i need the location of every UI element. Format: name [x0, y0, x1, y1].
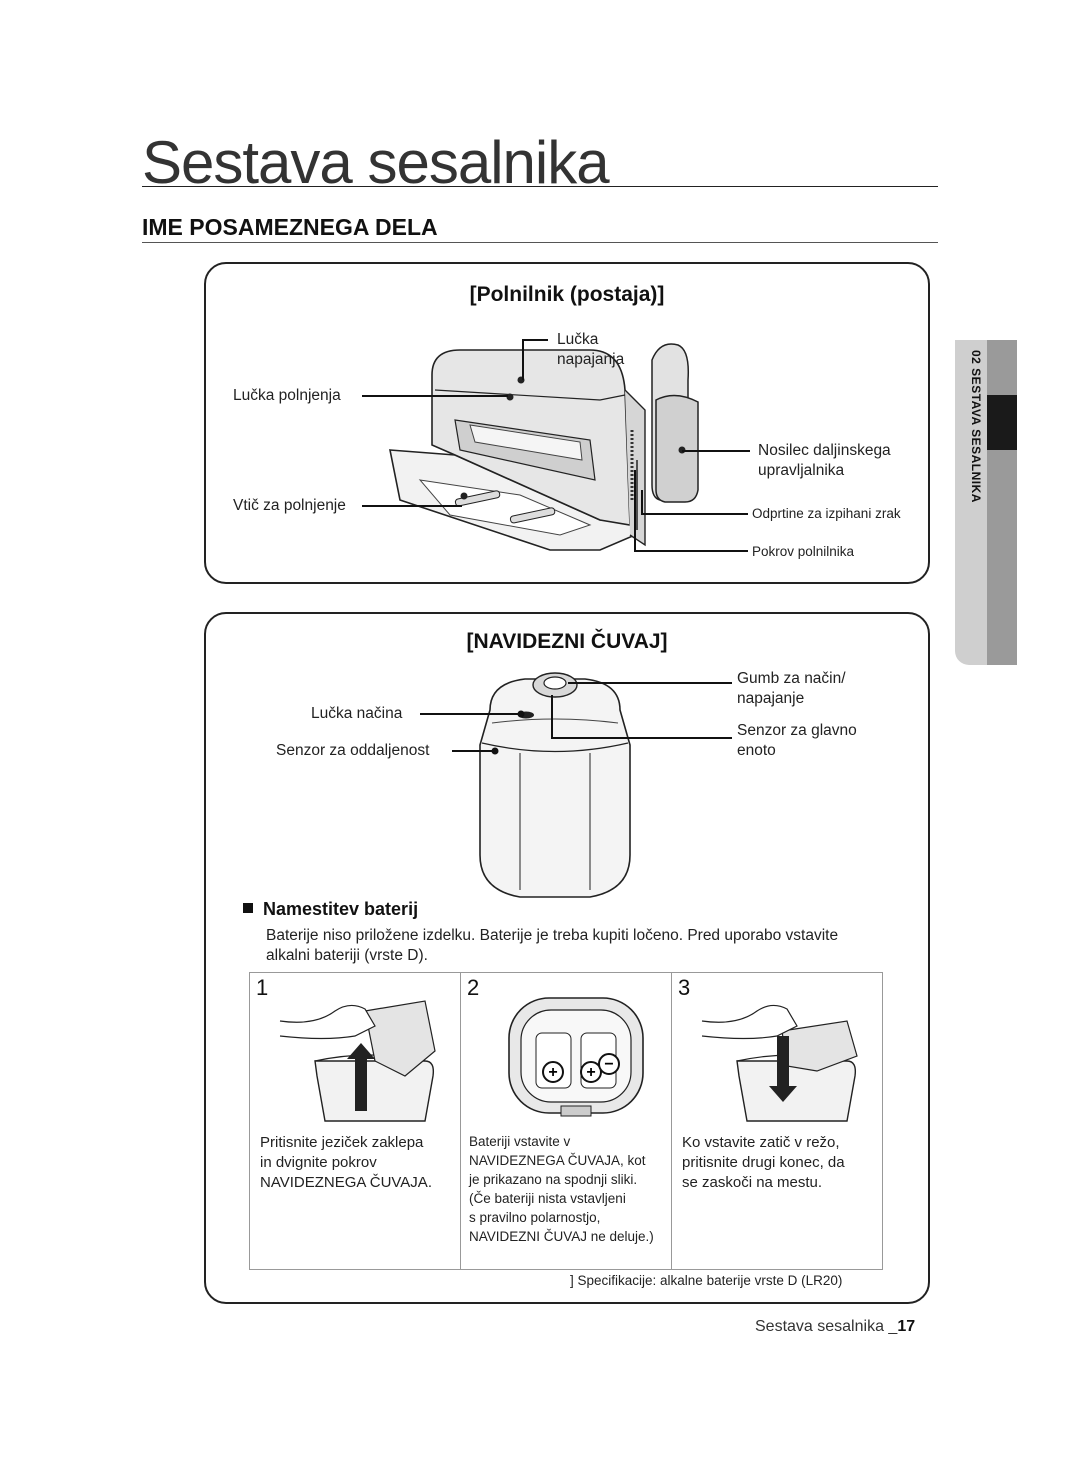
charger-callouts — [362, 339, 750, 552]
page-footer: Sestava sesalnika _17 — [755, 1318, 915, 1336]
battery-heading: Namestitev baterij — [243, 899, 418, 920]
step-text-line: (Če bateriji nista vstavljeni — [469, 1191, 626, 1206]
remote-holder-label-2: upravljalnika — [758, 462, 845, 479]
step-divider — [671, 973, 672, 1269]
battery-intro: Baterije niso priložene izdelku. Baterij… — [266, 927, 839, 964]
main-sensor-label-1: Senzor za glavno — [737, 722, 857, 739]
step-1: 1 Pritisnite jeziček zaklepa in dvignite… — [250, 973, 460, 1269]
battery-steps: 1 Pritisnite jeziček zaklepa in dvignite… — [249, 972, 883, 1270]
virtual-guard-title: [NAVIDEZNI ČUVAJ] — [466, 630, 668, 653]
step-number: 2 — [467, 975, 480, 1000]
svg-text:−: − — [604, 1056, 613, 1073]
step-2: 2 + + − Bateriji vstavite v NAVIDEZNEGA … — [461, 973, 671, 1269]
charger-cover-label: Pokrov polnilnika — [752, 544, 855, 559]
step-text-line: Pritisnite jeziček zaklepa — [260, 1134, 424, 1151]
side-tab-label: 02 SESTAVA SESALNIKA — [969, 350, 983, 503]
step-text-line: s pravilno polarnostjo, — [469, 1210, 601, 1225]
charge-plug-label: Vtič za polnjenje — [233, 497, 346, 514]
step-divider — [460, 973, 461, 1269]
mode-lamp-label: Lučka načina — [311, 705, 403, 722]
power-lamp-label-2: napajanja — [557, 351, 625, 368]
remote-holder-label-1: Nosilec daljinskega — [758, 442, 891, 459]
step-text-line: Bateriji vstavite v — [469, 1134, 571, 1149]
footer-text: Sestava sesalnika _ — [755, 1318, 898, 1335]
exhaust-vents-label: Odprtine za izpihani zrak — [752, 506, 901, 521]
virtual-guard-illustration — [479, 672, 631, 898]
svg-text:+: + — [548, 1064, 557, 1081]
battery-heading-text: Namestitev baterij — [263, 899, 419, 919]
title-divider — [142, 186, 938, 187]
step-1-illustration — [279, 1000, 436, 1122]
main-sensor-label-2: enoto — [737, 742, 776, 759]
mode-button-label-2: napajanje — [737, 690, 805, 707]
charger-illustration — [389, 343, 699, 551]
svg-text:+: + — [586, 1064, 595, 1081]
battery-spec-note: ] Specifikacije: alkalne baterije vrste … — [570, 1273, 843, 1288]
mode-button-label-1: Gumb za način/ — [737, 670, 846, 687]
page-number: 17 — [897, 1318, 916, 1335]
step-2-illustration: + + − — [508, 997, 644, 1117]
step-text-line: NAVIDEZNI ČUVAJ ne deluje.) — [469, 1229, 654, 1244]
section-divider — [142, 242, 938, 243]
step-3-illustration — [701, 1004, 858, 1122]
step-text-line: pritisnite drugi konec, da — [682, 1154, 845, 1171]
step-text-line: NAVIDEZNEGA ČUVAJA. — [260, 1174, 432, 1191]
side-tab-stripe — [987, 340, 1017, 665]
charger-title: [Polnilnik (postaja)] — [469, 283, 665, 306]
step-text-line: in dvignite pokrov — [260, 1154, 377, 1171]
step-number: 3 — [678, 975, 691, 1000]
bullet-icon — [243, 903, 253, 913]
step-number: 1 — [256, 975, 269, 1000]
step-text-line: se zaskoči na mestu. — [682, 1174, 823, 1191]
step-3: 3 Ko vstavite zatič v režo, pritisnite d… — [672, 973, 882, 1269]
power-lamp-label-1: Lučka — [557, 331, 599, 348]
charge-lamp-label: Lučka polnjenja — [233, 387, 341, 404]
side-tab-marker — [987, 395, 1017, 450]
step-text-line: je prikazano na spodnji sliki. — [469, 1172, 638, 1187]
step-text-line: Ko vstavite zatič v režo, — [682, 1134, 840, 1151]
step-text-line: NAVIDEZNEGA ČUVAJA, kot — [469, 1153, 646, 1168]
virtual-guard-callouts — [420, 682, 732, 755]
page-title: Sestava sesalnika — [142, 129, 610, 196]
section-heading: IME POSAMEZNEGA DELA — [142, 214, 438, 240]
distance-sensor-label: Senzor za oddaljenost — [276, 742, 430, 759]
